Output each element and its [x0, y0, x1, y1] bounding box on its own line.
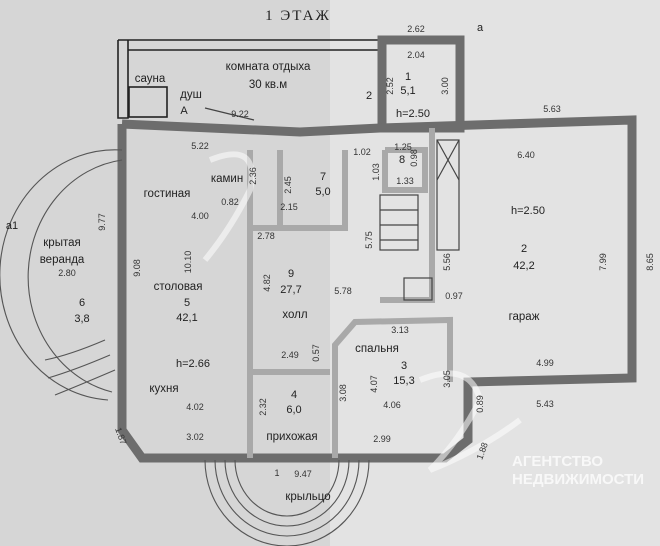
garage-height: h=2.50	[511, 205, 545, 217]
entry-number: 4	[291, 389, 297, 401]
kitchen-label: кухня	[149, 383, 178, 395]
watermark-line2: НЕДВИЖИМОСТИ	[512, 471, 644, 488]
rest-room-area: 30 кв.м	[249, 79, 287, 91]
sauna-label: сауна	[135, 73, 166, 85]
dim: 3.05	[442, 370, 452, 388]
veranda-number: 6	[79, 297, 85, 309]
dim: 2.49	[281, 350, 299, 360]
dim: 2.04	[407, 50, 425, 60]
interior-walls	[247, 128, 460, 458]
dim: 4.07	[369, 375, 379, 393]
hall-label: холл	[282, 309, 307, 321]
dim: 0.82	[221, 197, 239, 207]
dim: 2.32	[258, 398, 268, 416]
watermark-line1: АГЕНТСТВО	[512, 453, 603, 470]
dim: 0.98	[409, 149, 419, 167]
dim: 5.78	[334, 286, 352, 296]
dining-label: столовая	[154, 281, 203, 293]
labels: 1 ЭТАЖ комната отдыха 30 кв.м сауна душ …	[6, 8, 655, 503]
garage-number: 2	[521, 243, 527, 255]
dim: 8.65	[645, 253, 655, 271]
dim: 2.78	[257, 231, 275, 241]
marker-A: A	[180, 105, 188, 117]
dim: 2.36	[248, 167, 258, 185]
living-room-label: гостиная	[144, 188, 191, 200]
garage-area: 42,2	[513, 260, 534, 272]
room-1-number: 1	[405, 71, 411, 83]
dim: 0.89	[475, 395, 485, 413]
dim: 5.63	[543, 104, 561, 114]
veranda-label: крытая	[43, 237, 80, 249]
dim: 5.43	[536, 399, 554, 409]
dim: 1.25	[394, 142, 412, 152]
dining-area: 42,1	[176, 312, 197, 324]
bedroom-label: спальня	[355, 343, 399, 355]
floor-title: 1 ЭТАЖ	[265, 8, 331, 24]
rest-room-label: комната отдыха	[226, 61, 311, 73]
veranda-arcs	[0, 149, 123, 401]
dim: 4.99	[536, 358, 554, 368]
dim: 6.40	[517, 150, 535, 160]
dim: 4.06	[383, 400, 401, 410]
room-1-area: 5,1	[400, 85, 415, 97]
porch-number: 1	[274, 468, 279, 478]
marker-a1: a1	[6, 220, 18, 232]
dim: 3.13	[391, 325, 409, 335]
room-1-height: h=2.50	[396, 108, 430, 120]
marker-2: 2	[366, 90, 372, 102]
dim: 9.77	[97, 213, 107, 231]
dim: 9.47	[294, 469, 312, 479]
dim: 1.02	[353, 147, 371, 157]
porch-label: крыльцо	[285, 491, 330, 503]
marker-a: a	[477, 22, 484, 34]
section-line-a	[204, 107, 255, 121]
veranda-area: 3,8	[74, 313, 89, 325]
room-7-area: 5,0	[315, 186, 330, 198]
bedroom-number: 3	[401, 360, 407, 372]
dim: 2.99	[373, 434, 391, 444]
entry-label: прихожая	[266, 431, 317, 443]
dim: 4.00	[191, 211, 209, 221]
dim: 2.52	[385, 77, 395, 95]
dim: 10.10	[183, 251, 193, 274]
watermark: АГЕНТСТВО НЕДВИЖИМОСТИ	[202, 151, 644, 488]
bedroom-area: 15,3	[393, 375, 414, 387]
dim: 3.00	[440, 77, 450, 95]
dim: 2.15	[280, 202, 298, 212]
dim: 2.80	[58, 268, 76, 278]
dim: 2.62	[407, 24, 425, 34]
dim: 5.56	[442, 253, 452, 271]
veranda-label-2: веранда	[40, 254, 85, 266]
dim: 3.02	[186, 432, 204, 442]
dim: 9.08	[132, 259, 142, 277]
dim: 2.45	[283, 176, 293, 194]
shower-label: душ	[180, 89, 202, 101]
dim: 5.22	[191, 141, 209, 151]
dim: 4.02	[186, 402, 204, 412]
dim: 0.97	[445, 291, 463, 301]
rest-room-outline	[117, 39, 380, 119]
dim: 1.03	[371, 163, 381, 181]
dim: 0.57	[311, 344, 321, 362]
room-8-number: 8	[399, 154, 405, 166]
dim: 7.99	[598, 253, 608, 271]
dim: 1.33	[396, 176, 414, 186]
dim: 3.08	[338, 384, 348, 402]
dim: 5.75	[364, 231, 374, 249]
dining-height: h=2.66	[176, 358, 210, 370]
dim: 4.82	[262, 274, 272, 292]
dining-number: 5	[184, 297, 190, 309]
fireplace-label: камин	[211, 173, 243, 185]
room-7-number: 7	[320, 171, 326, 183]
hall-number: 9	[288, 268, 294, 280]
garage-label: гараж	[509, 311, 540, 323]
dim: 9.22	[231, 109, 249, 119]
entry-area: 6,0	[286, 404, 301, 416]
hall-area: 27,7	[280, 284, 301, 296]
